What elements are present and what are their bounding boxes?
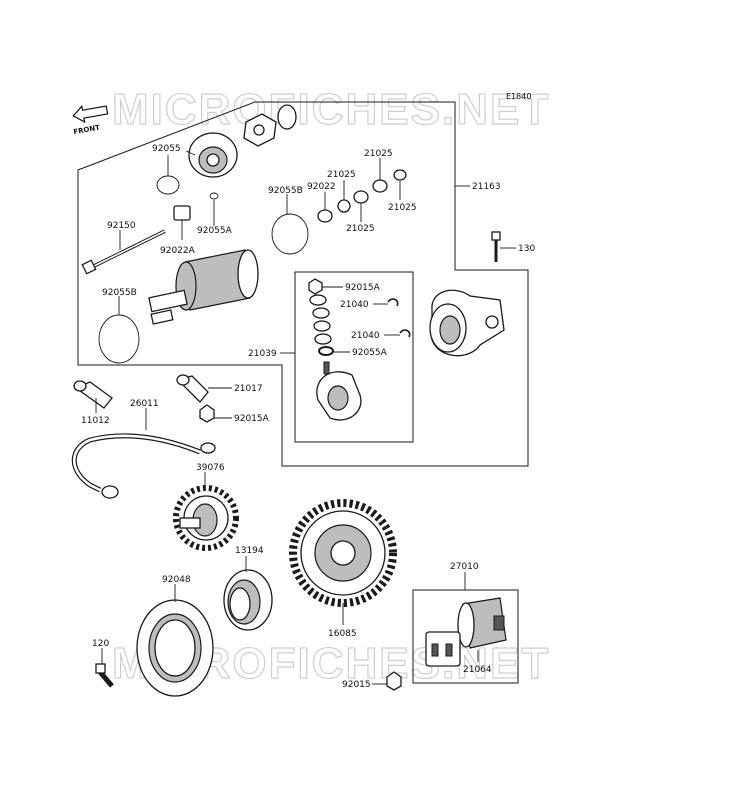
- label-92015: 92015: [342, 680, 371, 690]
- label-130: 130: [518, 244, 535, 254]
- label-21064: 21064: [463, 665, 492, 675]
- lock-plate-part: [243, 113, 277, 147]
- front-label: FRONT: [73, 124, 101, 137]
- starter-cable-part: [71, 433, 216, 499]
- label-13194: 13194: [235, 546, 264, 556]
- starter-clutch-gear-part: [289, 499, 397, 607]
- front-arrow-icon: [72, 104, 109, 124]
- washer-stack-3: [313, 320, 331, 332]
- label-92015a-top: 92015A: [345, 283, 381, 293]
- washer-stack-4: [314, 333, 332, 345]
- washer-21025-b: [353, 190, 369, 204]
- label-26011: 26011: [130, 399, 159, 409]
- label-21025-c: 21025: [364, 149, 393, 159]
- label-120: 120: [92, 639, 109, 649]
- starter-assembly-frame: [77, 101, 529, 467]
- brush-plate-part: [316, 361, 362, 421]
- nut-92015: [386, 671, 402, 691]
- label-92055a: 92055A: [197, 226, 233, 236]
- washer-part: [277, 104, 297, 130]
- label-11012: 11012: [81, 416, 110, 426]
- washer-21025-d: [393, 169, 407, 181]
- label-92055: 92055: [152, 144, 181, 154]
- nut-92015a-part: [308, 278, 323, 295]
- label-27010: 27010: [450, 562, 479, 572]
- o-ring-92055a-b: [318, 346, 334, 356]
- brush-holder-frame: [294, 271, 414, 443]
- label-21163: 21163: [472, 182, 501, 192]
- label-92048: 92048: [162, 575, 191, 585]
- rear-housing-part: [429, 289, 505, 357]
- spring-21040-b: [399, 329, 411, 338]
- relay-part: [457, 597, 507, 649]
- watermark-top: MICROFICHES.NET: [112, 85, 550, 134]
- washer-stack-2: [312, 307, 330, 319]
- label-21039: 21039: [248, 349, 277, 359]
- relay-frame: [412, 589, 519, 684]
- label-21025-b: 21025: [346, 224, 375, 234]
- o-ring-92055b-left: [98, 314, 140, 364]
- relay-cover-part: [425, 631, 461, 667]
- label-21040-b: 21040: [351, 331, 380, 341]
- washer-21025-c: [372, 179, 388, 193]
- label-92022: 92022: [307, 182, 336, 192]
- idle-gear-part: [173, 485, 239, 551]
- label-92150: 92150: [107, 221, 136, 231]
- spring-21040-a: [387, 298, 399, 307]
- starter-motor-body: [148, 249, 259, 325]
- washer-92022: [317, 209, 333, 223]
- label-21025-a: 21025: [327, 170, 356, 180]
- boot-21017-part: [176, 374, 209, 403]
- label-16085: 16085: [328, 629, 357, 639]
- label-92015a-mid: 92015A: [234, 414, 270, 424]
- o-ring-92055a: [209, 192, 219, 200]
- label-21017: 21017: [234, 384, 263, 394]
- bolt-130-part: [491, 231, 501, 262]
- label-92055b-top: 92055B: [268, 186, 303, 196]
- gasket-plate-part: [136, 599, 214, 697]
- spacer-92022a: [173, 205, 191, 221]
- label-21025-d: 21025: [388, 203, 417, 213]
- o-ring-92055b-top: [271, 213, 309, 255]
- label-39076: 39076: [196, 463, 225, 473]
- bearing-part: [223, 569, 273, 631]
- leader-92055: [185, 150, 196, 156]
- through-bolt-part: [81, 229, 166, 275]
- label-21040-a: 21040: [340, 300, 369, 310]
- bolt-120-part: [95, 663, 114, 688]
- diagram-code: E1840: [506, 92, 531, 101]
- label-92055b-left: 92055B: [102, 288, 137, 298]
- label-92055a-b: 92055A: [352, 348, 388, 358]
- nut-92015a-mid: [199, 404, 215, 423]
- o-ring-92055: [156, 175, 180, 195]
- washer-stack-1: [309, 294, 327, 306]
- front-cover-part: [188, 132, 238, 178]
- label-92022a: 92022A: [160, 246, 196, 256]
- boot-11012-part: [73, 380, 113, 409]
- washer-21025-a: [337, 199, 351, 213]
